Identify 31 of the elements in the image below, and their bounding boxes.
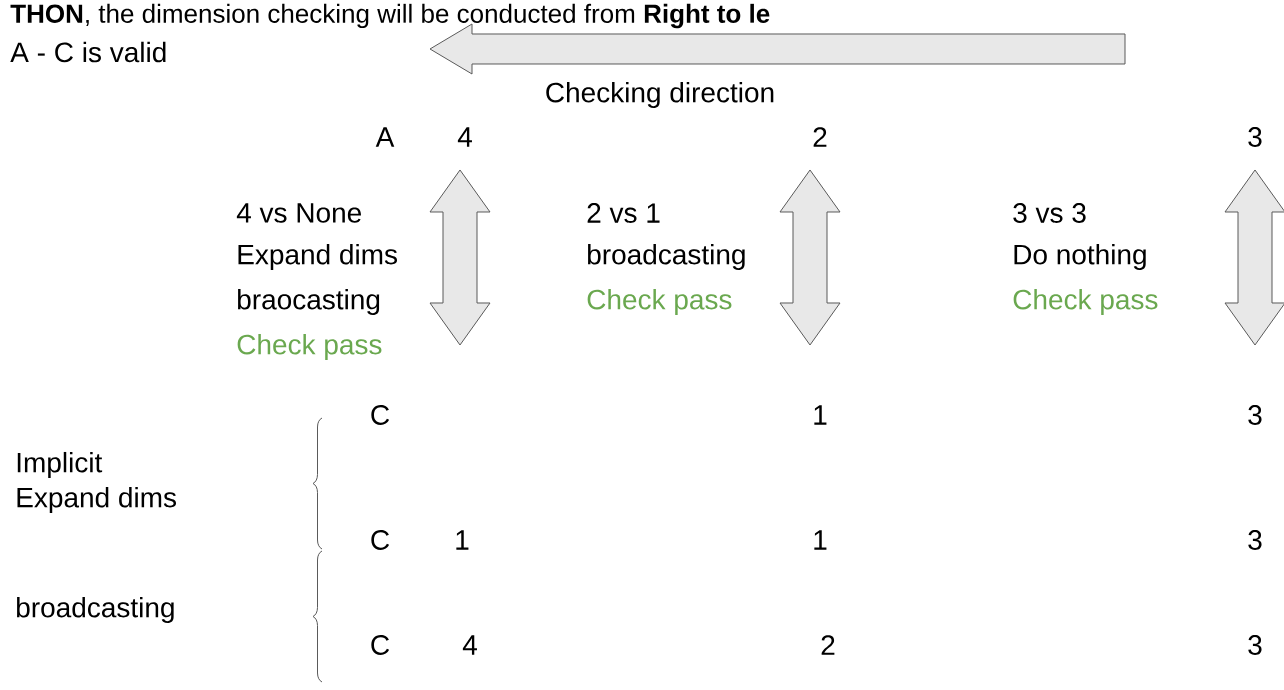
dimension-value: 3 (1248, 530, 1262, 550)
status-text: Check pass (587, 288, 732, 316)
dimension-value: 3 (1248, 405, 1262, 425)
comparison-text: broadcasting (588, 243, 745, 271)
side-note: Implicit (17, 451, 103, 479)
comparison-text: 4 vs None (236, 203, 361, 223)
comparison-text: 2 vs 1 (587, 203, 660, 223)
comparison-text: Expand dims (238, 243, 397, 271)
row-label: C (371, 405, 390, 425)
dimension-value: 4 (462, 635, 477, 655)
dimension-value: 2 (813, 127, 827, 147)
row-label: C (371, 635, 390, 655)
dimension-value: 4 (457, 127, 472, 147)
dimension-value: 2 (821, 635, 835, 655)
row-label: C (371, 530, 390, 550)
heading-text: THON, the dimension checking will be conducted from Right to le (10, 3, 770, 29)
comparison-text: 3 vs 3 (1013, 203, 1086, 223)
comparison-text: braocasting (238, 288, 380, 316)
dimension-value: 1 (814, 530, 827, 550)
side-note: Expand dims (17, 486, 176, 514)
status-text: Check pass (237, 333, 382, 361)
side-note: broadcasting (17, 596, 174, 624)
dimension-value: 1 (814, 405, 827, 425)
dimension-value: 1 (456, 530, 469, 550)
dimension-value: 3 (1248, 127, 1262, 147)
status-text: Check pass (1013, 288, 1158, 316)
note-text: A - C is valid (10, 41, 166, 63)
row-label: A (375, 127, 395, 147)
direction-label: Checking direction (546, 81, 774, 109)
comparison-text: Do nothing (1014, 243, 1146, 271)
dimension-value: 3 (1248, 635, 1262, 655)
